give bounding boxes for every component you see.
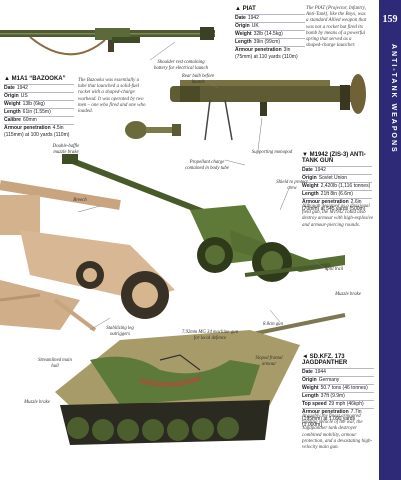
caption-main-hull: Streamlined main hull [38,358,72,369]
caption-monopod: Supporting monopod [251,150,293,155]
piat-title: ▲ PIAT [235,6,256,12]
jagdpanther-title: ◄ SD.KFZ. 173 JAGDPANTHER [302,354,348,366]
bazooka-description: The Bazooka was essentially a tube that … [78,78,146,115]
caption-propellant: Propellant charge contained in body tube [185,160,229,171]
caption-shield: Shield to protect crew [276,180,308,191]
caption-mg34: 7.92mm MG 34 machine-gun for local defen… [181,330,239,341]
page-number: 159 [382,14,398,25]
caption-88-gun: 8.8cm gun [263,322,283,327]
section-tab [379,0,401,480]
caption-breech: Breech [73,198,87,203]
flak-illustration [0,180,175,332]
piat-illustration [170,74,366,141]
piat-bomb [125,121,181,139]
jagdpanther-illustration [55,313,346,445]
caption-sloped-armour: Sloped frontal armour [255,356,283,367]
leader-lines [77,41,329,331]
section-title: ANTI-TANK WEAPONS [390,44,397,154]
jagdpanther-description: Arguably the finest armoured fighting ve… [302,414,373,451]
caption-muzzle-brake-2: Muzzle brake [24,400,50,405]
caption-outriggers: Stabilizing leg outriggers [106,326,134,337]
bazooka-illustration [0,27,215,56]
caption-double-muzzle: Double-baffle muzzle brake [52,144,80,155]
piat-description: The PIAT (Projector, Infantry, Anti-Tank… [306,6,367,49]
zis3-illustration [62,154,345,282]
caption-muzzle-brake: Muzzle brake [335,292,361,297]
caption-shoulder-rest: Shoulder rest containing battery for ele… [154,60,208,71]
zis3-title: ▼ M1942 (ZIS-3) ANTI-TANK GUN [302,152,366,164]
zis3-description: Although designed as a divisional field … [302,204,374,228]
caption-rear-bulb: Rear bulb before launch [181,74,215,85]
bazooka-title: ▲ M1A1 “BAZOOKA” [4,76,66,82]
caption-split-trail: Split trail [324,267,344,272]
